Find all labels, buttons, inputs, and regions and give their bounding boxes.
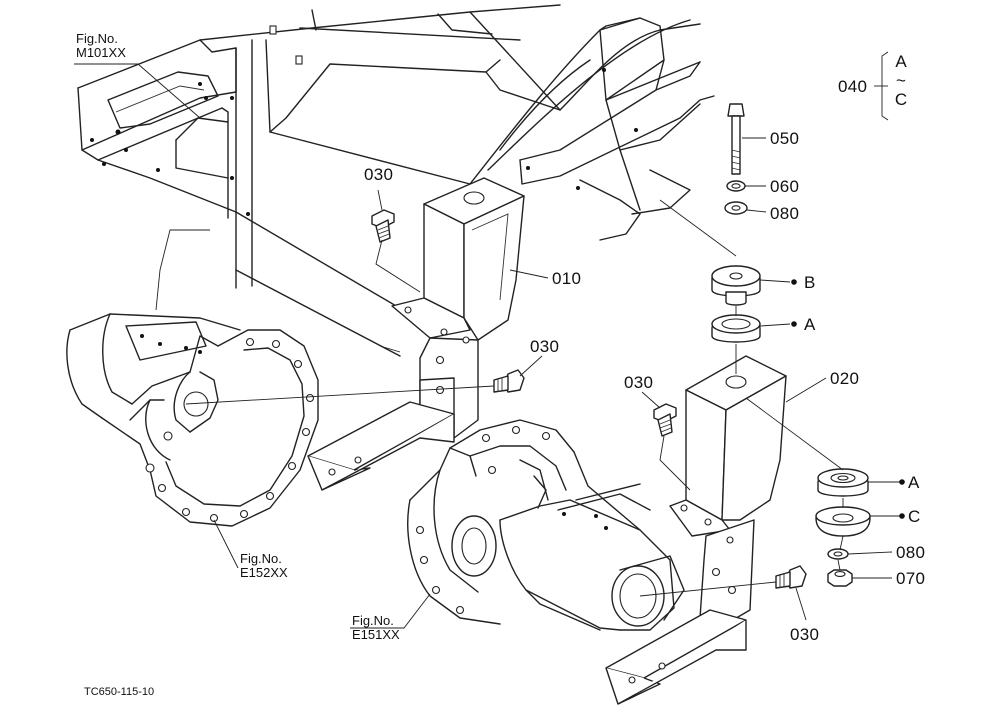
part-020: 020 [830,369,860,388]
fig-ref-e152-label: Fig.No. [240,551,282,566]
callout-a-lower: A [908,473,920,492]
rubber-mount-a-upper [711,314,761,343]
transmission-e152 [66,313,319,527]
part-070: 070 [896,569,926,588]
part-030-lower-right: 030 [790,625,820,644]
part-030-upper-right: 030 [624,373,654,392]
range-end: C [894,90,908,109]
frame-assembly [77,4,715,357]
range-bracket-040: A ~ C [890,52,912,109]
part-010: 010 [552,269,582,288]
fig-ref-e151-label: Fig.No. [352,613,394,628]
part-080-lower: 080 [896,543,926,562]
lock-washer-060 [726,180,746,192]
bolt-030-lower-right [775,565,807,589]
long-bolt-050 [727,103,745,175]
rubber-mount-b [711,265,761,306]
washer-080-upper [724,201,748,215]
part-060: 060 [770,177,800,196]
bolt-030-upper-right [653,403,677,437]
fig-ref-e151-number: E151XX [352,627,400,642]
transmission-e151 [407,419,685,631]
bracket-010 [307,177,525,491]
range-separator: ~ [896,71,906,90]
callout-a-upper: A [804,315,816,334]
callout-dots [791,279,905,519]
rubber-mount-c [815,506,871,537]
part-040: 040 [838,77,868,96]
part-030-middle: 030 [530,337,560,356]
part-050: 050 [770,129,800,148]
fig-ref-e152: Fig.No. E152XX [240,552,288,580]
rubber-mount-a-lower [817,468,869,497]
callout-c-lower: C [908,507,921,526]
callout-b-upper: B [804,273,816,292]
nut-070 [827,569,853,587]
part-080-upper: 080 [770,204,800,223]
bolt-030-middle [493,369,525,393]
fig-ref-m101-number: M101XX [76,45,126,60]
leader-lines [74,51,900,629]
washer-080-lower [827,548,849,560]
bracket-020 [605,355,787,705]
fig-ref-e152-number: E152XX [240,565,288,580]
bolt-030-upper-left [371,209,395,243]
fig-ref-e151: Fig.No. E151XX [352,614,400,642]
part-030-upper-left: 030 [364,165,394,184]
drawing-code: TC650-115-10 [84,686,155,698]
fig-ref-m101-label: Fig.No. [76,31,118,46]
range-start: A [895,52,907,71]
fig-ref-m101: Fig.No. M101XX [76,32,126,60]
